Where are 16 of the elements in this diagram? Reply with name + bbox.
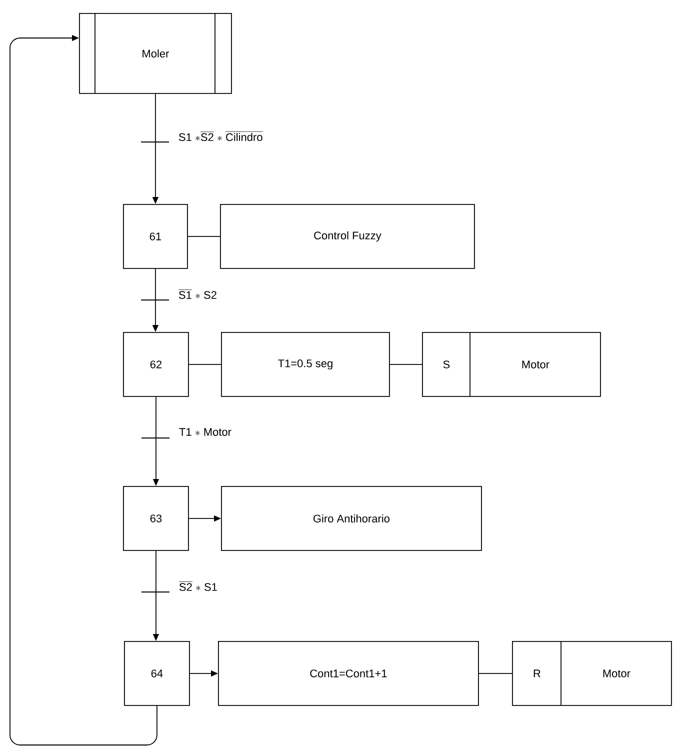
step-box: 62 (123, 332, 189, 397)
transition-condition: $\overline{\mathsf{S2}}\ {*}\ \mathsf{S1}$ (178, 580, 218, 592)
action-box: Control Fuzzy (220, 204, 475, 269)
action-box: T1=0.5 seg (221, 332, 390, 397)
transition-condition: $\mathsf{S1}\ {*}\overline{\mathsf{S2}}\ {*}\ \overline{\mathsf{Cilindro}}$ (177, 130, 264, 142)
action-box: Cont1=Cont1+1 (218, 641, 479, 706)
step-box: 63 (123, 486, 189, 551)
action-box: R Motor (512, 640, 672, 706)
step-box: 64 (124, 641, 190, 706)
transition-condition: $\overline{\mathsf{S1}}\ {*}\ \mathsf{S2}$ (177, 288, 218, 300)
macro-step-box: Moler (79, 12, 232, 94)
action-box: S Motor (422, 332, 601, 397)
transition-condition: $\mathsf{T1}\ {*}\ \mathsf{Motor}$ (178, 427, 232, 437)
arrow (10, 34, 158, 746)
step-box: 61 (123, 204, 188, 269)
action-box: Giro Antihorario (221, 486, 482, 551)
